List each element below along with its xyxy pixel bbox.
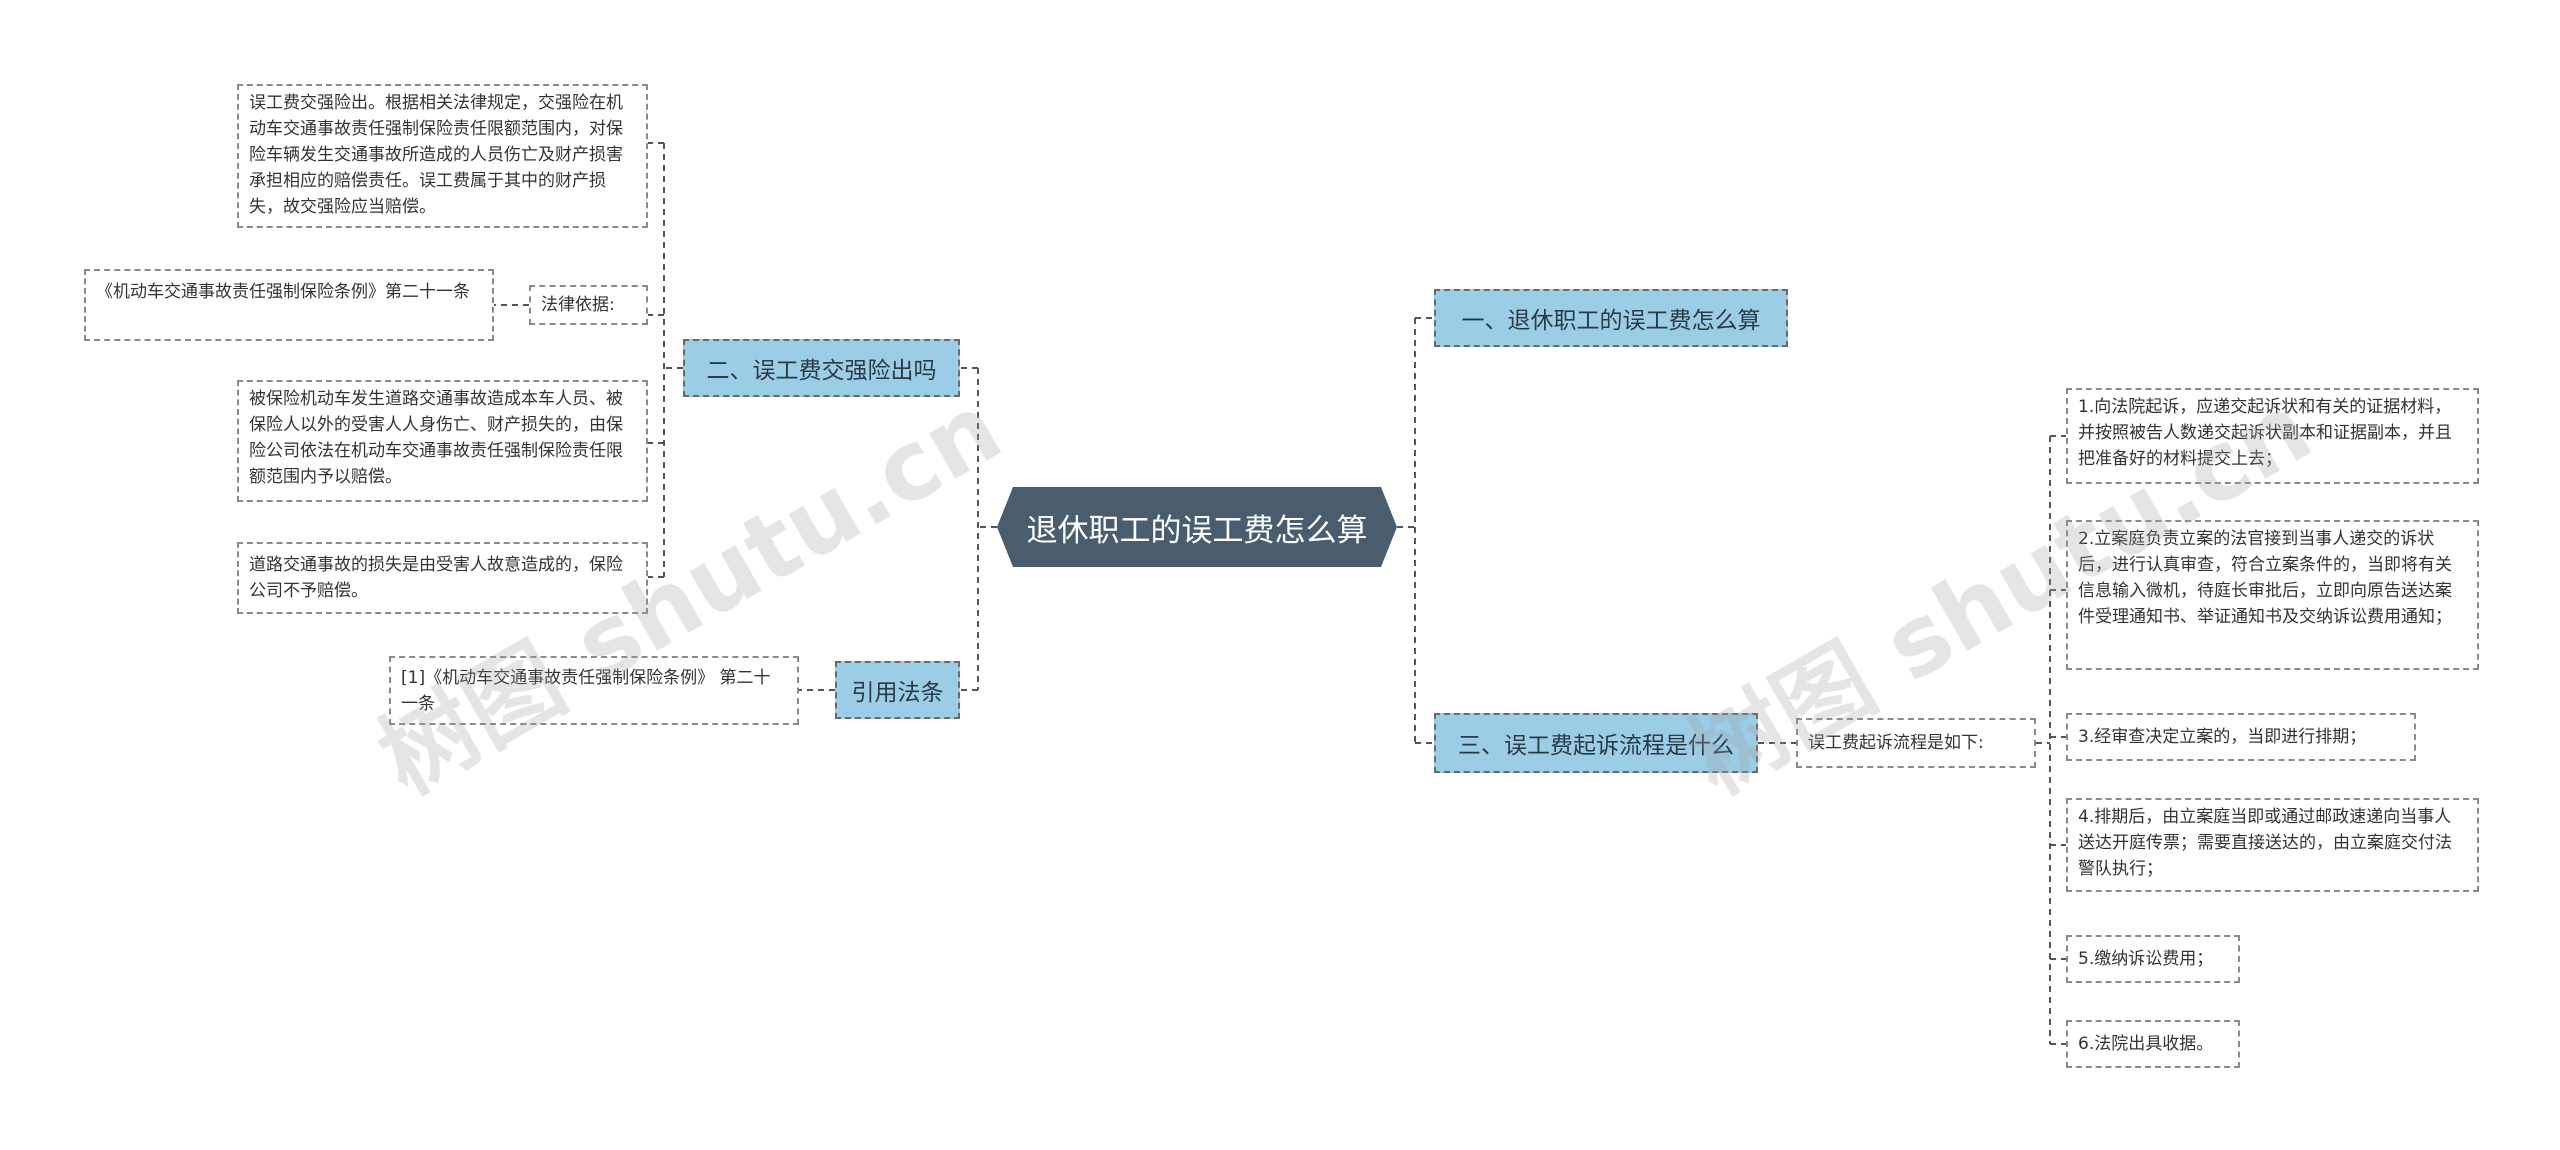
leaf-insurance-pays-text: 误工费交强险出。根据相关法律规定，交强险在机动车交通事故责任强制保险责任限额范围… <box>237 84 648 228</box>
branch-retiree-lost-wages[interactable]: 一、退休职工的误工费怎么算 <box>1434 289 1788 347</box>
leaf-legal-basis-label: 法律依据: <box>529 285 648 325</box>
step-item-2: 2.立案庭负责立案的法官接到当事人递交的诉状后，进行认真审查，符合立案条件的，当… <box>2066 520 2479 670</box>
step-item-3: 3.经审查决定立案的，当即进行排期； <box>2066 713 2416 761</box>
step-item-4: 4.排期后，由立案庭当即或通过邮政速递向当事人送达开庭传票；需要直接送达的，由立… <box>2066 798 2479 892</box>
root-topic[interactable]: 退休职工的误工费怎么算 <box>997 487 1397 567</box>
branch-cited-law[interactable]: 引用法条 <box>835 661 960 719</box>
step-item-5: 5.缴纳诉讼费用； <box>2066 935 2240 983</box>
leaf-accident-compensation-text: 被保险机动车发生道路交通事故造成本车人员、被保险人以外的受害人人身伤亡、财产损失… <box>237 380 648 502</box>
step-item-6: 6.法院出具收据。 <box>2066 1020 2240 1068</box>
leaf-cited-law-text: [1]《机动车交通事故责任强制保险条例》 第二十一条 <box>389 656 799 725</box>
leaf-legal-basis-source: 《机动车交通事故责任强制保险条例》第二十一条 <box>84 269 494 341</box>
branch-compulsory-insurance[interactable]: 二、误工费交强险出吗 <box>683 339 960 397</box>
step-item-1: 1.向法院起诉，应递交起诉状和有关的证据材料，并按照被告人数递交起诉状副本和证据… <box>2066 388 2479 484</box>
leaf-process-label: 误工费起诉流程是如下: <box>1796 718 2036 768</box>
branch-lawsuit-process[interactable]: 三、误工费起诉流程是什么 <box>1434 713 1758 773</box>
leaf-intentional-damage-text: 道路交通事故的损失是由受害人故意造成的，保险公司不予赔偿。 <box>237 542 648 614</box>
